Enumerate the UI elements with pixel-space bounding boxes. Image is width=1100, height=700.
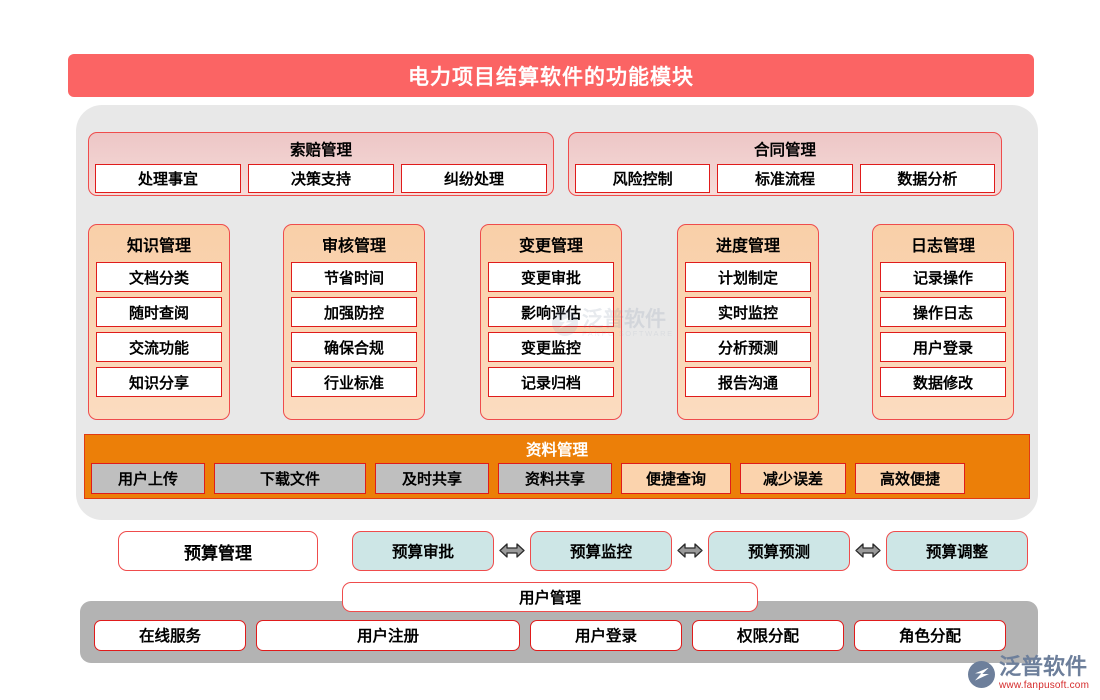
column-log-management: 日志管理 记录操作 操作日志 用户登录 数据修改 (872, 224, 1014, 420)
column-item[interactable]: 分析预测 (685, 332, 811, 362)
item-biaozhun-liucheng[interactable]: 标准流程 (717, 164, 853, 193)
double-arrow-icon (677, 541, 703, 560)
group-items: 风险控制 标准流程 数据分析 (569, 164, 1001, 199)
item-fengxian-kongzhi[interactable]: 风险控制 (575, 164, 711, 193)
user-item-yonghu-denglu[interactable]: 用户登录 (530, 619, 682, 651)
column-item[interactable]: 文档分类 (96, 262, 222, 292)
user-item-juese-fenpei[interactable]: 角色分配 (854, 619, 1006, 651)
bar-title: 资料管理 (525, 442, 588, 459)
column-title: 变更管理 (518, 238, 583, 255)
column-knowledge-management: 知识管理 文档分类 随时查阅 交流功能 知识分享 (88, 224, 230, 420)
fanpu-logo: 泛普软件 www.fanpusoft.com (968, 652, 1098, 696)
budget-step-yuce[interactable]: 预算预测 (708, 531, 850, 571)
user-management-panel: 在线服务 用户注册 用户登录 权限分配 角色分配 (80, 601, 1038, 663)
budget-step-jiankong[interactable]: 预算监控 (530, 531, 672, 571)
column-title: 审核管理 (321, 238, 386, 255)
item-chuli-shiyi[interactable]: 处理事宜 (95, 164, 241, 193)
double-arrow-icon (499, 541, 525, 560)
column-audit-management: 审核管理 节省时间 加强防控 确保合规 行业标准 (283, 224, 425, 420)
column-item[interactable]: 知识分享 (96, 367, 222, 397)
column-title: 进度管理 (715, 238, 780, 255)
column-item[interactable]: 行业标准 (291, 367, 417, 397)
column-item[interactable]: 变更监控 (488, 332, 614, 362)
user-management-items: 在线服务 用户注册 用户登录 权限分配 角色分配 (80, 618, 1038, 652)
double-arrow-icon (855, 541, 881, 560)
column-item[interactable]: 变更审批 (488, 262, 614, 292)
item-juece-zhichi[interactable]: 决策支持 (248, 164, 394, 193)
bar-items: 用户上传 下载文件 及时共享 资料共享 便捷查询 减少误差 高效便捷 (85, 463, 1029, 494)
column-progress-management: 进度管理 计划制定 实时监控 分析预测 报告沟通 (677, 224, 819, 420)
budget-management-box[interactable]: 预算管理 (118, 531, 318, 571)
column-title: 知识管理 (126, 238, 191, 255)
budget-step-tiaozheng[interactable]: 预算调整 (886, 531, 1028, 571)
bar-item-xiazai-wenjian[interactable]: 下载文件 (214, 463, 366, 494)
bar-item-gaoxiao-bianjie[interactable]: 高效便捷 (855, 463, 965, 494)
group-items: 处理事宜 决策支持 纠纷处理 (89, 164, 553, 199)
column-item[interactable]: 实时监控 (685, 297, 811, 327)
user-item-zaixian-fuwu[interactable]: 在线服务 (94, 619, 246, 651)
bar-item-jianshao-wucha[interactable]: 减少误差 (740, 463, 846, 494)
user-management-title[interactable]: 用户管理 (342, 582, 758, 612)
group-title: 索赔管理 (289, 142, 352, 159)
bar-item-yonghu-shangchuan[interactable]: 用户上传 (91, 463, 205, 494)
column-item[interactable]: 加强防控 (291, 297, 417, 327)
column-item[interactable]: 报告沟通 (685, 367, 811, 397)
column-item[interactable]: 随时查阅 (96, 297, 222, 327)
user-item-quanxian-fenpei[interactable]: 权限分配 (692, 619, 844, 651)
fanpu-logo-mark-icon (968, 660, 995, 688)
column-item[interactable]: 记录归档 (488, 367, 614, 397)
column-item[interactable]: 计划制定 (685, 262, 811, 292)
budget-step-shenpi[interactable]: 预算审批 (352, 531, 494, 571)
column-item[interactable]: 影响评估 (488, 297, 614, 327)
item-jiufen-chuli[interactable]: 纠纷处理 (401, 164, 547, 193)
logo-website-url: www.fanpusoft.com (999, 679, 1090, 691)
group-title: 合同管理 (753, 142, 816, 159)
bar-item-jishi-gongxiang[interactable]: 及时共享 (375, 463, 489, 494)
user-item-yonghu-zhuce[interactable]: 用户注册 (256, 619, 520, 651)
column-item[interactable]: 节省时间 (291, 262, 417, 292)
column-item[interactable]: 数据修改 (880, 367, 1006, 397)
group-claim-management: 索赔管理 处理事宜 决策支持 纠纷处理 (88, 132, 554, 196)
column-title: 日志管理 (910, 238, 975, 255)
column-change-management: 变更管理 变更审批 影响评估 变更监控 记录归档 (480, 224, 622, 420)
item-shuju-fenxi[interactable]: 数据分析 (859, 164, 995, 193)
column-item[interactable]: 记录操作 (880, 262, 1006, 292)
bar-item-bianjie-chaxun[interactable]: 便捷查询 (621, 463, 731, 494)
group-contract-management: 合同管理 风险控制 标准流程 数据分析 (568, 132, 1002, 196)
budget-row: 预算管理 预算审批 预算监控 预算预测 预算调整 (0, 531, 1100, 575)
column-item[interactable]: 交流功能 (96, 332, 222, 362)
column-item[interactable]: 操作日志 (880, 297, 1006, 327)
bar-item-ziliao-gongxiang[interactable]: 资料共享 (498, 463, 612, 494)
column-item[interactable]: 用户登录 (880, 332, 1006, 362)
data-management-bar: 资料管理 用户上传 下载文件 及时共享 资料共享 便捷查询 减少误差 高效便捷 (84, 434, 1030, 499)
column-item[interactable]: 确保合规 (291, 332, 417, 362)
page-title: 电力项目结算软件的功能模块 (68, 54, 1034, 97)
logo-company-name: 泛普软件 (999, 653, 1088, 679)
